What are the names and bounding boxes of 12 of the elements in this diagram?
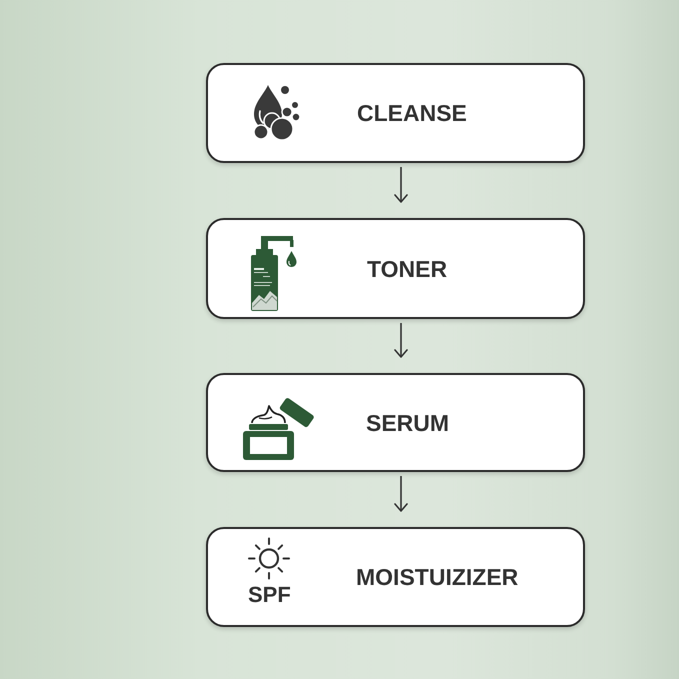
step-title: TONER — [367, 254, 448, 282]
icon-caption: SPF — [248, 584, 291, 606]
step-box — [206, 527, 585, 627]
step-title: SERUM — [366, 408, 450, 436]
step-title: CLEANSE — [357, 99, 467, 127]
arrow — [394, 323, 408, 358]
step-box — [206, 63, 585, 163]
step-title: MOISTUIZIZER — [356, 563, 518, 591]
arrow — [394, 476, 408, 512]
arrow — [394, 167, 408, 203]
step-box — [206, 218, 585, 319]
step-box — [206, 373, 585, 472]
